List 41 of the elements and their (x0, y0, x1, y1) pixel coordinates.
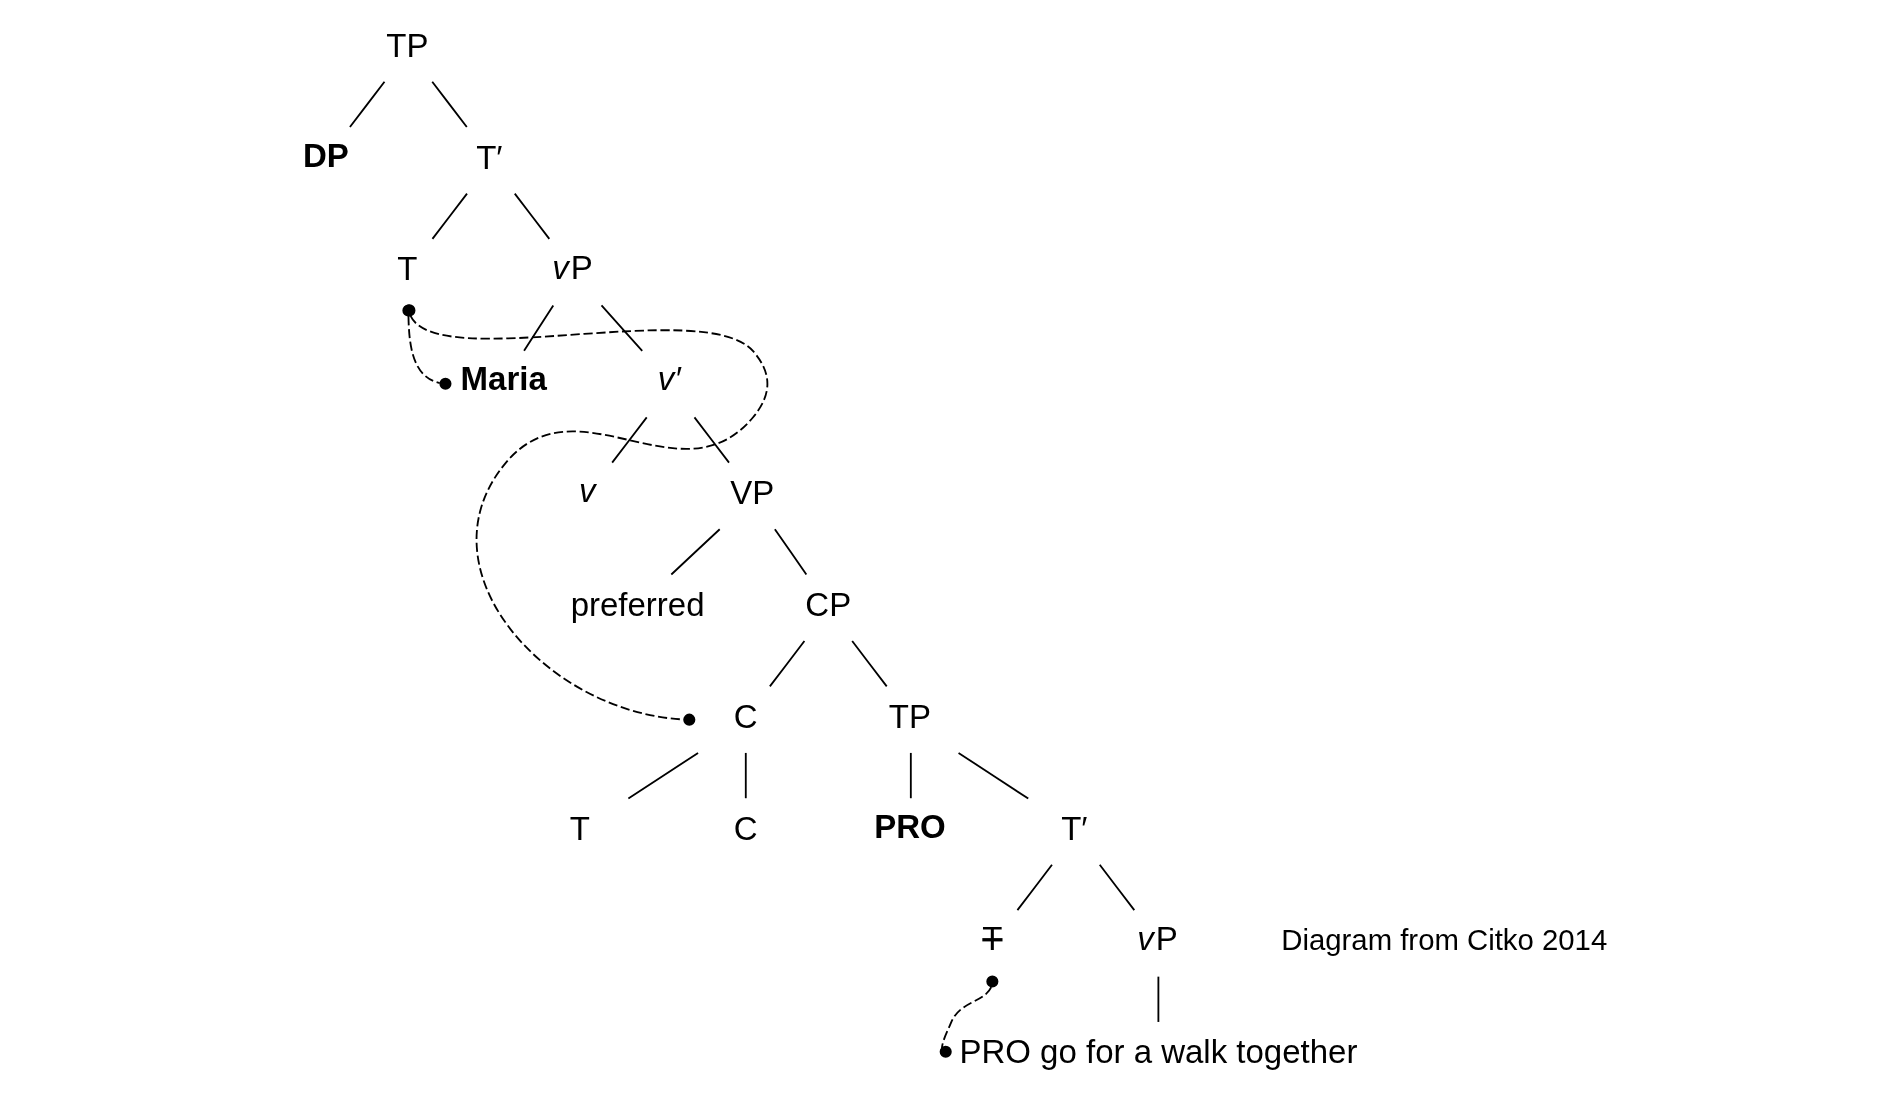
connector (850, 640, 888, 688)
node-text: T (569, 809, 590, 847)
label: Diagram from Citko 2014 (1280, 923, 1607, 957)
node-text: T′ (475, 138, 503, 176)
connector (600, 304, 643, 352)
connector (348, 80, 385, 128)
connector (957, 752, 1029, 800)
node-text: C (733, 697, 758, 735)
node-text: T (396, 250, 418, 288)
connector (522, 304, 554, 352)
node-text: TP (385, 26, 429, 64)
node-text: PRO (873, 807, 946, 845)
connector (1156, 975, 1159, 1023)
node-text: T′ (1060, 809, 1088, 847)
node-text: vP (1136, 919, 1178, 957)
connector (626, 752, 699, 800)
node-text: v (578, 472, 595, 510)
connector (669, 528, 721, 576)
node-text: TP (888, 697, 931, 735)
node-text: C (733, 809, 758, 847)
node-text: v′ (657, 360, 682, 398)
node-text: vP (551, 248, 593, 286)
connector (1098, 863, 1135, 911)
node-text: CP (804, 586, 851, 623)
connector (768, 640, 805, 688)
node-text: VP (729, 474, 774, 512)
connector (773, 528, 807, 576)
node-text: DP (302, 136, 349, 174)
node-text: T (981, 919, 1003, 957)
connector (430, 80, 468, 128)
connector (939, 975, 998, 1058)
connector (744, 752, 747, 800)
connector (431, 192, 468, 240)
node-text: Maria (460, 360, 547, 398)
connector (909, 752, 912, 800)
connector (693, 416, 730, 464)
node-text: PRO go for a walk together (958, 1033, 1357, 1071)
connector (610, 416, 648, 464)
connector (1016, 863, 1053, 911)
connector (513, 192, 550, 240)
node-text: preferred (570, 586, 705, 623)
